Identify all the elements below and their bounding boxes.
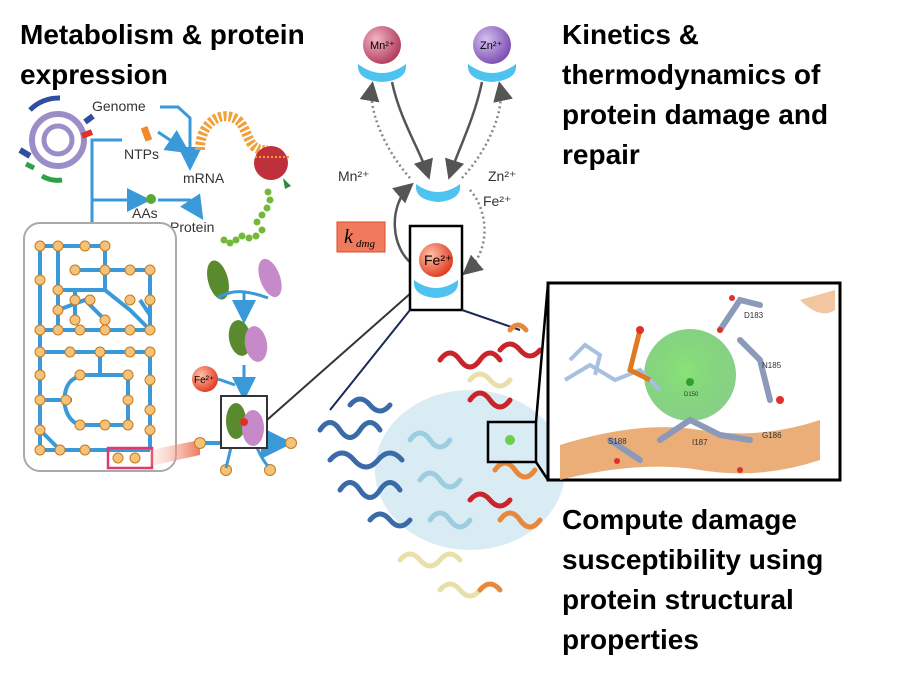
kdmg-box: k dmg	[336, 221, 386, 253]
zoom-line-5	[534, 461, 550, 481]
zoom-line-2	[329, 309, 411, 411]
aa-icon	[146, 194, 156, 204]
mrna-strand	[195, 111, 269, 156]
ntps-label: NTPs	[124, 146, 159, 162]
residue-label-4: I187	[692, 438, 708, 447]
active-site-metal	[505, 435, 515, 445]
genome-label: Genome	[92, 98, 146, 114]
protein-label: Protein	[170, 219, 214, 235]
residue-label-5: S188	[608, 437, 627, 446]
reaction-zoom-fan	[150, 440, 200, 466]
kinetic-arrows	[359, 81, 513, 276]
protein-structure	[317, 322, 565, 599]
mn-side-label: Mn²⁺	[338, 168, 370, 184]
ribosome	[254, 146, 291, 189]
fe-bound-enzyme	[413, 243, 459, 298]
ntp-icon	[140, 126, 153, 142]
kdmg-k: k	[344, 226, 354, 248]
fe-ion	[192, 366, 218, 392]
zoom-line-4	[534, 282, 550, 423]
residue-label-6: D150	[684, 392, 699, 398]
fe-side-label: Fe²⁺	[483, 193, 511, 209]
fe-arrow	[217, 377, 236, 387]
zn-ion-label: Zn²⁺	[480, 40, 503, 52]
residue-label-2: N185	[762, 361, 782, 370]
protein-subunits	[207, 258, 282, 401]
zn-side-label: Zn²⁺	[488, 168, 516, 184]
fe-center-label: Fe²⁺	[424, 252, 452, 268]
genome-plasmid	[18, 95, 95, 183]
active-site-box	[486, 420, 538, 464]
nascent-peptide	[220, 188, 274, 247]
metabolism-title: Metabolism & protein expression	[20, 19, 305, 90]
aas-label: AAs	[132, 205, 158, 221]
metabolite-nodes	[34, 240, 156, 464]
kdmg-sub: dmg	[356, 238, 375, 250]
fe-ion-label: Fe²⁺	[194, 375, 214, 386]
residue-label-3: G186	[762, 431, 782, 440]
mn-ion-label: Mn²⁺	[370, 40, 395, 52]
zoom-line-1	[266, 284, 421, 421]
kinetics-title: Kinetics & thermodynamics of protein dam…	[562, 19, 829, 170]
metallo-enzyme	[226, 403, 264, 446]
mn-bound-enzyme	[357, 26, 407, 82]
zn-bound-enzyme	[467, 26, 517, 82]
active-site-detail	[546, 281, 842, 482]
mrna-label: mRNA	[183, 170, 225, 186]
apo-enzyme	[415, 184, 461, 202]
residue-label-1: D183	[744, 311, 764, 320]
expression-arrows	[90, 105, 204, 225]
compute-title: Compute damage susceptibility using prot…	[562, 504, 824, 655]
